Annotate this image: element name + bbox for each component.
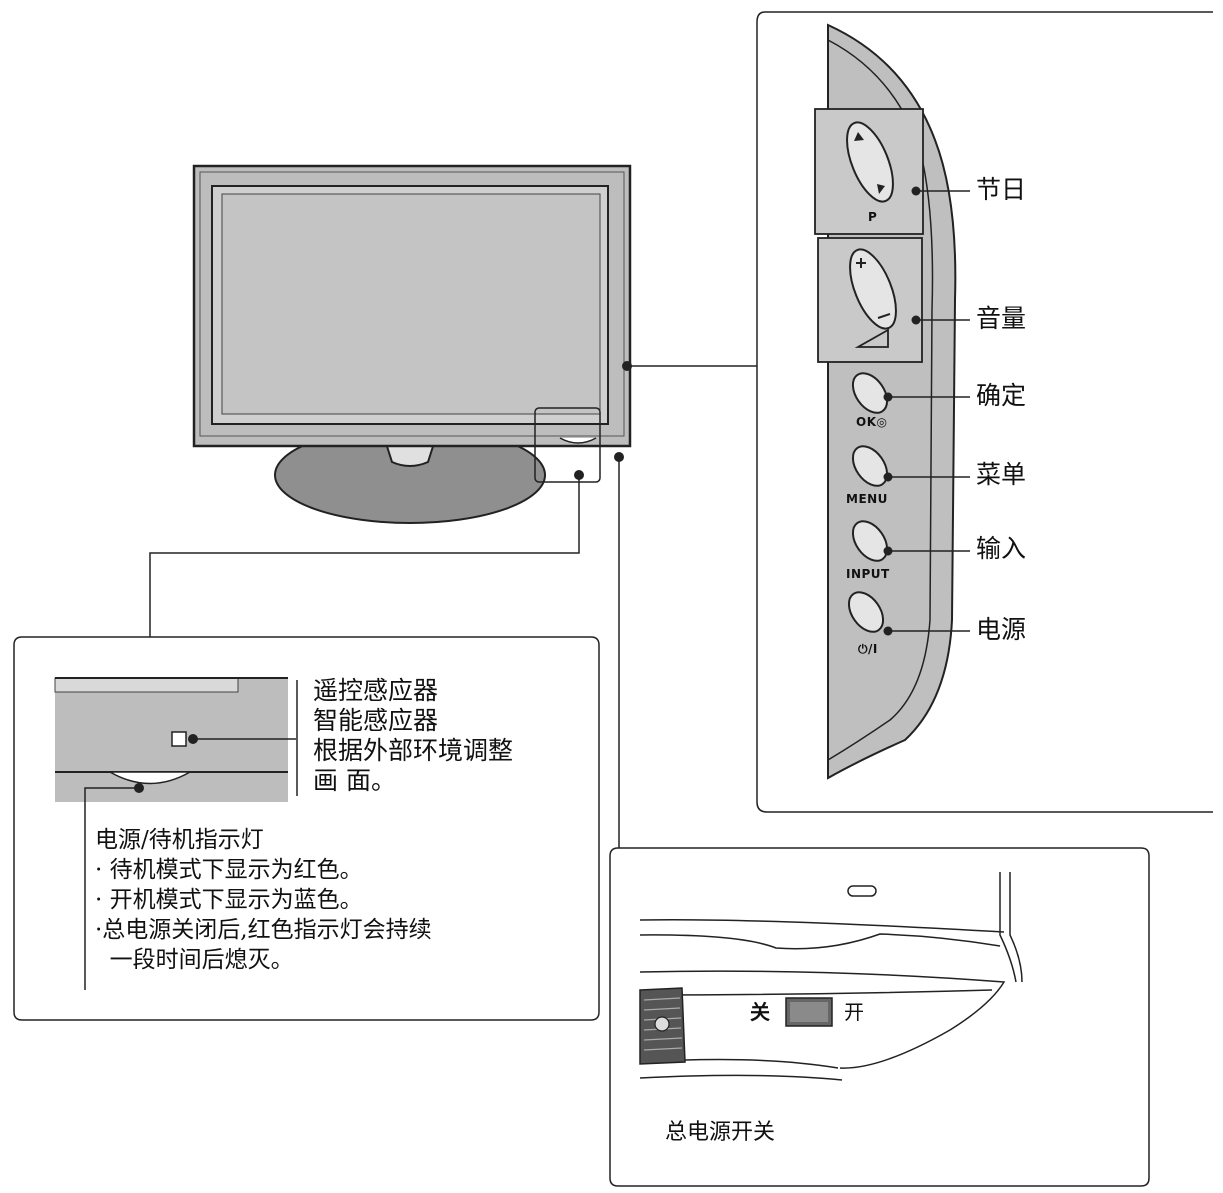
power-indicator-line-2: · 开机模式下显示为蓝色。	[95, 887, 363, 913]
switch-off-label: 关	[750, 1000, 770, 1024]
menu-button-caption: MENU	[846, 492, 888, 506]
sensor-line-1: 遥控感应器	[313, 676, 439, 705]
main-power-switch[interactable]	[785, 997, 833, 1027]
volume-button[interactable]	[841, 243, 906, 334]
sensor-closeup	[54, 677, 288, 802]
power-button-caption: ⏻/I	[858, 642, 878, 656]
tv-sensor-highlight	[534, 407, 601, 483]
tv-illustration	[192, 164, 632, 524]
sensor-line-4: 画 面。	[313, 766, 396, 795]
sensor-description: 遥控感应器 智能感应器 根据外部环境调整 画 面。	[313, 676, 513, 796]
sensor-line-3: 根据外部环境调整	[313, 736, 514, 765]
programme-button-caption: P	[868, 210, 878, 224]
programme-label: 节日	[976, 175, 1027, 204]
side-panel-leaders	[888, 190, 970, 632]
input-button-caption: INPUT	[846, 567, 890, 581]
main-switch-caption: 总电源开关	[665, 1120, 776, 1145]
menu-button[interactable]	[846, 440, 894, 492]
switch-on-label: 开	[844, 1000, 864, 1024]
input-button[interactable]	[846, 515, 894, 567]
side-panel-illustration	[814, 23, 957, 780]
main-switch-closeup	[639, 872, 1023, 1081]
power-indicator-title: 电源/待机指示灯	[95, 827, 264, 853]
power-indicator-line-1: · 待机模式下显示为红色。	[95, 857, 363, 883]
side-panel-frame	[756, 11, 1213, 813]
ok-button-caption: OK◎	[856, 415, 888, 429]
power-indicator-line-3: ·总电源关闭后,红色指示灯会持续	[95, 917, 432, 943]
input-label: 输入	[976, 534, 1027, 563]
power-label: 电源	[976, 615, 1027, 644]
sensor-line-2: 智能感应器	[313, 706, 439, 735]
power-indicator-line-4: 一段时间后熄灭。	[95, 947, 294, 973]
power-socket	[639, 987, 686, 1065]
power-button[interactable]	[842, 586, 890, 638]
ok-label: 确定	[976, 381, 1027, 410]
volume-label: 音量	[976, 304, 1027, 333]
menu-label: 菜单	[976, 460, 1027, 489]
main-switch-frame	[609, 847, 1150, 1187]
ok-button[interactable]	[846, 367, 894, 419]
programme-button[interactable]	[838, 116, 903, 207]
power-indicator-description: 电源/待机指示灯 · 待机模式下显示为红色。 · 开机模式下显示为蓝色。 ·总电…	[95, 825, 432, 975]
sensor-detail-frame	[13, 636, 600, 1021]
